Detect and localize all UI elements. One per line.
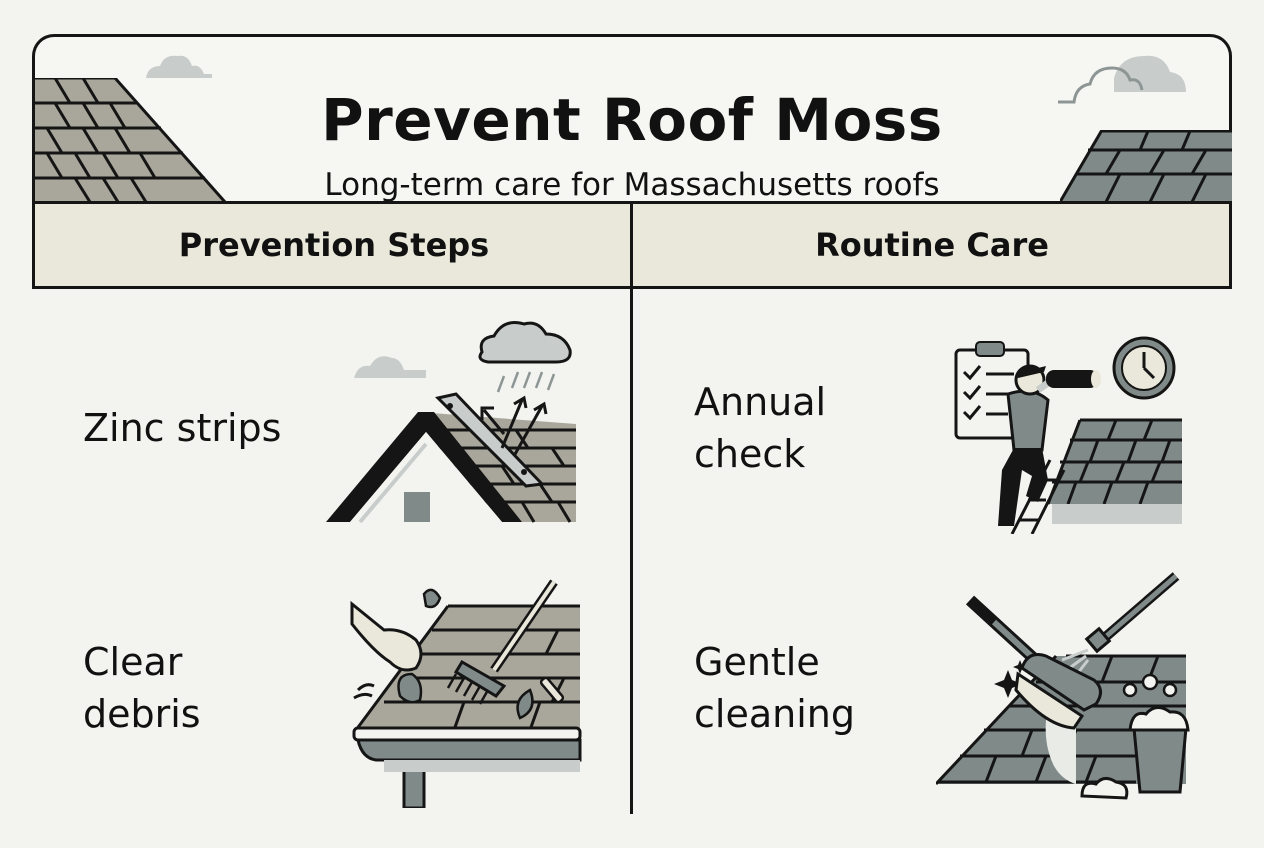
label-line: check (694, 432, 806, 476)
label-line: cleaning (694, 692, 855, 736)
label-line: Gentle (694, 640, 820, 684)
gutter-rake-icon (350, 579, 582, 808)
label-line: Annual (694, 380, 827, 424)
column-divider (630, 201, 633, 814)
zinc-strip-roof-icon (326, 321, 576, 524)
item-label-gentle-cleaning: Gentle cleaning (694, 636, 855, 740)
column-heading-routine: Routine Care (815, 226, 1049, 264)
cloud-icon (146, 55, 212, 78)
item-label-annual-check: Annual check (694, 376, 826, 480)
roof-shingles-right-icon (1060, 130, 1232, 202)
item-label-clear-debris: Clear debris (83, 636, 201, 740)
item-label-zinc-strips: Zinc strips (83, 402, 281, 454)
inspection-ladder-icon (954, 336, 1182, 534)
column-heading-prevention: Prevention Steps (178, 226, 490, 264)
label-line: debris (83, 692, 201, 736)
roof-shingles-left-icon (35, 78, 227, 202)
page-title: Prevent Roof Moss (321, 86, 943, 154)
label-line: Zinc strips (83, 406, 282, 450)
header: Prevent Roof Moss Long-term care for Mas… (32, 34, 1232, 203)
label-line: Clear (83, 640, 183, 684)
brush-cleaning-icon (936, 572, 1190, 800)
cloud-icon (1058, 55, 1186, 104)
page-subtitle: Long-term care for Massachusetts roofs (324, 167, 940, 203)
